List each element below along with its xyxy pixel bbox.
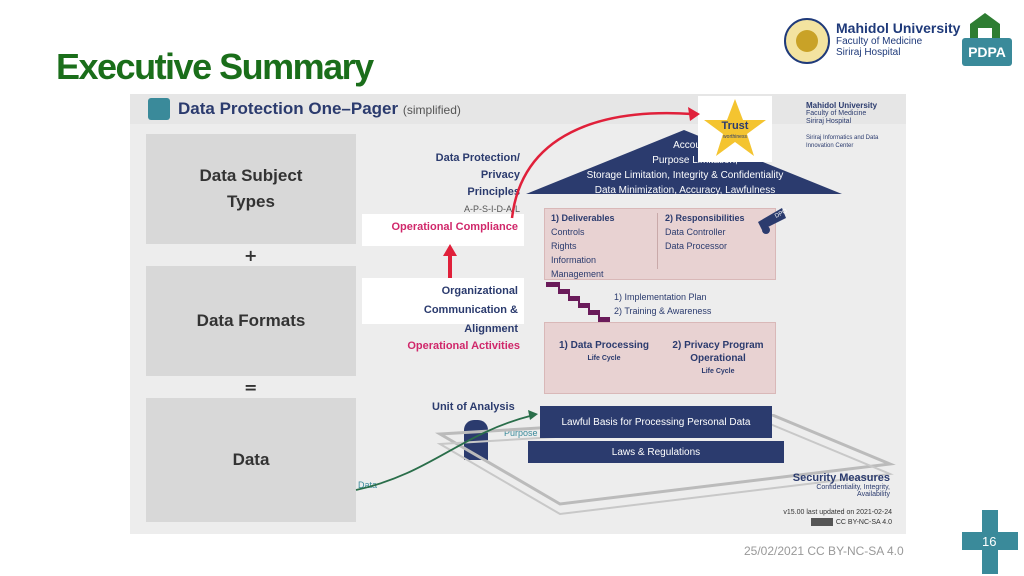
pdpa-badge: PDPA xyxy=(962,38,1012,66)
responsibilities-column: 2) Responsibilities Data Controller Data… xyxy=(665,211,745,253)
subject-line2: Types xyxy=(227,192,275,211)
one-pager-title-text: Data Protection One–Pager xyxy=(178,99,399,118)
version-text: v15.00 last updated on 2021-02-24 xyxy=(783,509,892,516)
footer-text: 25/02/2021 CC BY-NC-SA 4.0 xyxy=(744,544,904,558)
version-info: v15.00 last updated on 2021-02-24 CC BY-… xyxy=(770,508,892,528)
purpose-label: Purpose xyxy=(504,428,538,438)
faculty-line1: Faculty of Medicine xyxy=(836,36,923,47)
org-line1: Organizational xyxy=(441,285,518,297)
responsibility-item: Data Processor xyxy=(665,241,728,251)
responsibility-item: Data Controller xyxy=(665,227,726,237)
responsibilities-title: 2) Responsibilities xyxy=(665,213,745,223)
trust-label: Trust xyxy=(722,120,749,132)
operational-activities-label: Operational Activities xyxy=(407,340,520,352)
security-title: Security Measures xyxy=(792,472,890,484)
operational-compliance-box: Operational Compliance xyxy=(362,214,524,246)
one-pager-subtitle: (simplified) xyxy=(402,103,461,117)
cc-license-icon xyxy=(810,518,833,527)
mahidol-seal-logo xyxy=(784,18,830,64)
mini-university-logo: Mahidol University Faculty of Medicine S… xyxy=(806,102,896,150)
mini-line3: Siriraj Hospital xyxy=(806,118,852,125)
divider xyxy=(657,213,658,269)
faculty-line2: Siriraj Hospital xyxy=(836,47,901,58)
deliverable-item: Rights xyxy=(551,241,577,251)
dpo-label: DPO xyxy=(774,208,789,220)
flow-arrows xyxy=(355,107,700,491)
trust-sub: worthiness xyxy=(723,134,747,140)
one-pager-header: Data Protection One–Pager (simplified) xyxy=(130,94,906,124)
org-line2: Communication & Alignment xyxy=(423,304,518,335)
privacy-title1: 2) Privacy Program xyxy=(672,340,764,351)
one-pager-image: Data Protection One–Pager (simplified) D… xyxy=(130,94,906,534)
implementation-steps: 1) Implementation Plan 2) Training & Awa… xyxy=(614,290,711,318)
principles-line1: Data Protection/ xyxy=(435,152,520,164)
stairs-icon xyxy=(546,282,610,322)
privacy-title2: Operational xyxy=(690,353,746,364)
roof-line: Purpose Limitation, xyxy=(652,155,738,166)
page-title: Executive Summary xyxy=(56,46,374,87)
page-number-cross-icon xyxy=(962,510,1018,574)
processing-title: 1) Data Processing xyxy=(558,340,650,351)
deliverable-item: Information xyxy=(551,255,597,265)
data-formats-box: Data Formats xyxy=(146,266,356,376)
trust-star-box: Trust worthiness xyxy=(698,96,772,162)
roof-line: Storage Limitation, Integrity & Confiden… xyxy=(586,170,784,181)
organizational-alignment-box: Organizational Communication & Alignment xyxy=(362,278,524,335)
principles-line2: Privacy Principles xyxy=(467,169,520,198)
mini-line4: Siriraj Informatics and Data Innovation … xyxy=(806,135,879,149)
lawful-basis-bar: Lawful Basis for Processing Personal Dat… xyxy=(540,406,772,438)
arrow-head xyxy=(443,244,457,256)
mini-line1: Mahidol University xyxy=(806,101,878,110)
dpo-megaphone-icon: DPO xyxy=(758,208,789,234)
privacy-program-cell: 2) Privacy Program Operational Life Cycl… xyxy=(663,339,773,378)
equals-sign: = xyxy=(244,378,258,397)
deliverable-item: Management xyxy=(551,269,604,279)
arrow-head xyxy=(528,410,538,420)
arrow-head xyxy=(688,107,700,121)
arrow-to-trust xyxy=(510,112,693,219)
privacy-sub: Life Cycle xyxy=(701,368,735,375)
pdpa-mini-logo xyxy=(148,98,170,120)
plus-sign: + xyxy=(244,246,258,265)
trust-star-icon: Trust worthiness xyxy=(704,99,766,156)
deliverables-column: 1) Deliverables Controls Rights Informat… xyxy=(551,211,615,281)
data-to-purpose-curve xyxy=(355,415,531,491)
deliverables-title: 1) Deliverables xyxy=(551,213,615,223)
university-name: Mahidol University xyxy=(836,20,961,36)
processing-sub: Life Cycle xyxy=(587,355,621,362)
page-number: 16 xyxy=(982,534,997,549)
pdpa-house-icon xyxy=(970,13,1000,40)
unit-of-analysis-label: Unit of Analysis xyxy=(432,401,515,413)
impl-line2: 2) Training & Awareness xyxy=(614,306,712,316)
university-header: Mahidol University Faculty of Medicine S… xyxy=(836,20,960,58)
data-box: Data xyxy=(146,398,356,522)
deliverable-item: Controls xyxy=(551,227,585,237)
data-processing-cell: 1) Data Processing Life Cycle xyxy=(549,339,659,365)
security-sub: Confidentiality, Integrity, Availability xyxy=(816,484,890,498)
license-text: CC BY-NC-SA 4.0 xyxy=(835,519,892,526)
impl-line1: 1) Implementation Plan xyxy=(614,292,707,302)
data-label: Data xyxy=(358,480,378,490)
roof-line: Data Minimization, Accuracy, Lawfulness xyxy=(594,185,776,196)
deliverables-panel: 1) Deliverables Controls Rights Informat… xyxy=(544,208,776,280)
security-measures: Security Measures Confidentiality, Integ… xyxy=(790,472,890,498)
principles-label: Data Protection/ Privacy Principles A-P-… xyxy=(428,150,520,218)
laws-regulations-bar: Laws & Regulations xyxy=(528,441,784,463)
principles-roof xyxy=(526,130,842,194)
subject-line1: Data Subject xyxy=(199,166,303,185)
processing-panel: 1) Data Processing Life Cycle 2) Privacy… xyxy=(544,322,776,394)
mini-line2: Faculty of Medicine xyxy=(806,110,867,117)
principles-acronym: A-P-S-I-D-A-L xyxy=(464,204,520,214)
one-pager-title: Data Protection One–Pager (simplified) xyxy=(178,99,461,119)
